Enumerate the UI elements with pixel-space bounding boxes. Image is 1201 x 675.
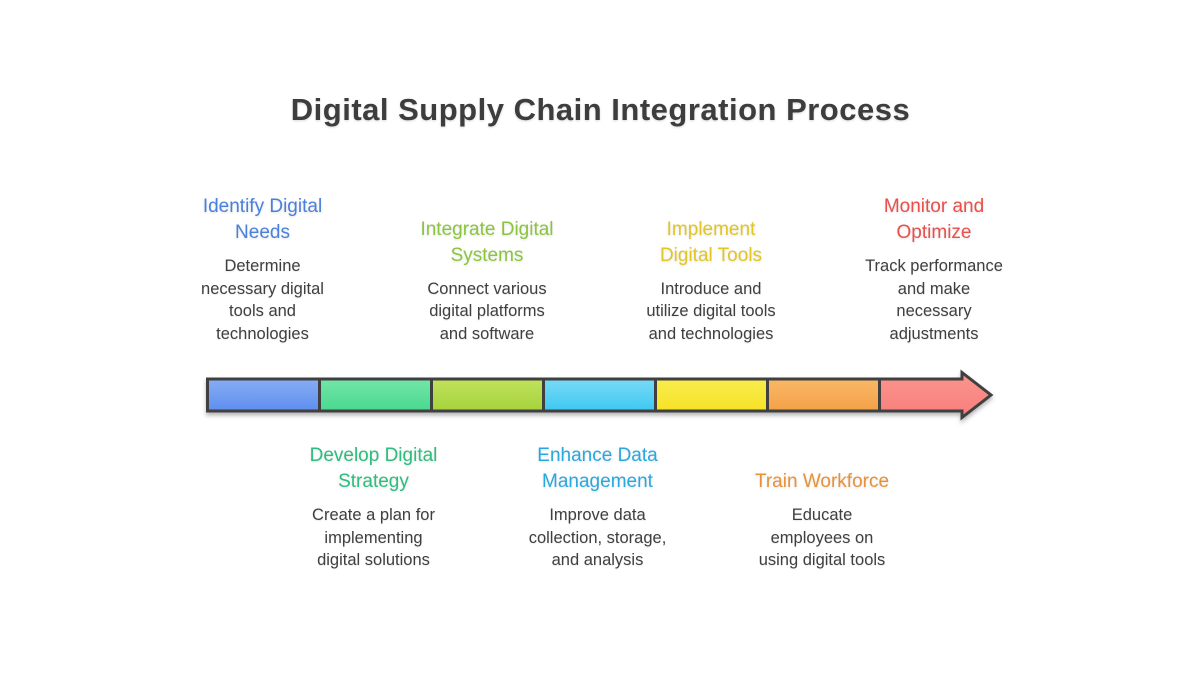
stage-implement-digital-tools: Implement Digital Tools Introduce and ut… bbox=[612, 217, 810, 346]
arrow-segment-green bbox=[318, 377, 433, 413]
stage-description: Track performance and make necessary adj… bbox=[865, 257, 1003, 343]
stage-description: Connect various digital platforms and so… bbox=[427, 279, 547, 343]
stage-identify-digital-needs: Identify Digital Needs Determine necessa… bbox=[165, 194, 360, 345]
stage-description: Improve data collection, storage, and an… bbox=[528, 506, 667, 569]
arrow-segment-yellow-green bbox=[430, 377, 545, 413]
stage-description: Introduce and utilize digital tools and … bbox=[646, 279, 776, 343]
arrow-segment-orange bbox=[766, 377, 881, 413]
stage-train-workforce: Train Workforce Educate employees on usi… bbox=[723, 443, 921, 572]
stage-heading: Implement Digital Tools bbox=[659, 218, 763, 266]
stage-heading: Develop Digital Strategy bbox=[309, 445, 438, 492]
arrow-segment-yellow bbox=[654, 377, 769, 413]
stage-description: Create a plan for implementing digital s… bbox=[312, 506, 435, 569]
stage-heading: Integrate Digital Systems bbox=[420, 218, 554, 266]
stage-enhance-data-management: Enhance Data Management Improve data col… bbox=[499, 443, 696, 572]
stage-develop-digital-strategy: Develop Digital Strategy Create a plan f… bbox=[276, 443, 471, 572]
stage-heading: Identify Digital Needs bbox=[202, 196, 323, 243]
stage-description: Educate employees on using digital tools bbox=[758, 506, 886, 569]
stage-integrate-digital-systems: Integrate Digital Systems Connect variou… bbox=[388, 217, 586, 346]
stage-monitor-and-optimize: Monitor and Optimize Track performance a… bbox=[835, 194, 1033, 345]
arrow-segment-cyan bbox=[542, 377, 657, 413]
process-timeline-arrow bbox=[206, 369, 994, 421]
stage-heading: Enhance Data Management bbox=[537, 445, 658, 492]
stage-description: Determine necessary digital tools and te… bbox=[201, 257, 324, 343]
arrow-head-segment-red bbox=[878, 369, 994, 421]
stage-heading: Train Workforce bbox=[754, 471, 890, 492]
stage-heading: Monitor and Optimize bbox=[883, 196, 985, 243]
arrow-segment-blue bbox=[206, 377, 321, 413]
page-title: Digital Supply Chain Integration Process bbox=[290, 92, 911, 127]
